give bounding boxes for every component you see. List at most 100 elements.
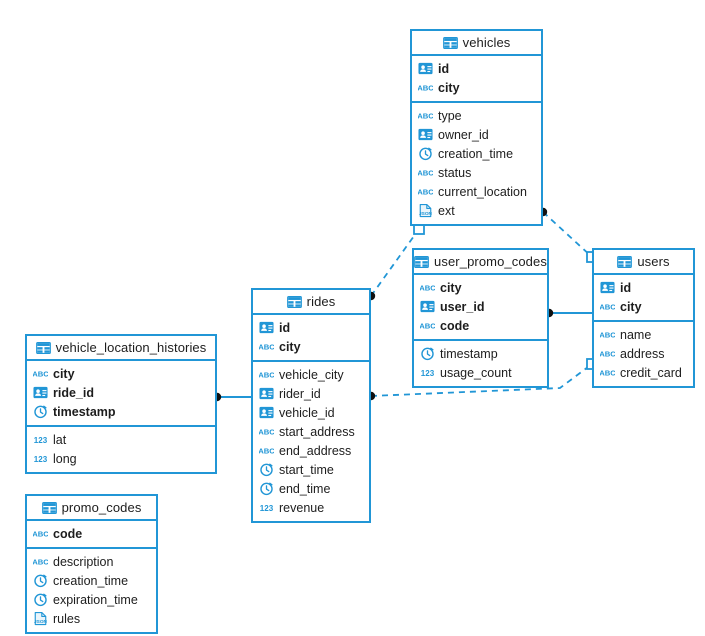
abc-icon: ABC xyxy=(600,350,615,359)
column-row-ride_id[interactable]: ride_id xyxy=(27,383,215,402)
table-header-users[interactable]: users xyxy=(594,250,693,275)
id-card-icon xyxy=(259,387,274,400)
123-icon: 123 xyxy=(260,504,274,513)
id-card-icon xyxy=(259,321,274,334)
column-row-city[interactable]: ABC city xyxy=(27,364,215,383)
column-row-rider_id[interactable]: rider_id xyxy=(253,384,369,403)
column-row-end_address[interactable]: ABC end_address xyxy=(253,441,369,460)
column-row-code[interactable]: ABC code xyxy=(414,316,547,335)
abc-icon: ABC xyxy=(600,303,615,312)
table-header-vehicle_location_histories[interactable]: vehicle_location_histories xyxy=(27,336,215,361)
column-name: timestamp xyxy=(440,346,498,361)
column-name: city xyxy=(53,366,75,381)
json-document-icon: JSON xyxy=(419,203,433,217)
table-header-user_promo_codes[interactable]: user_promo_codes xyxy=(414,250,547,275)
column-row-end_time[interactable]: end_time xyxy=(253,479,369,498)
column-row-current_location[interactable]: ABC current_location xyxy=(412,182,541,201)
id-card-icon xyxy=(418,62,433,75)
svg-text:ABC: ABC xyxy=(418,188,433,197)
column-row-expiration_time[interactable]: expiration_time xyxy=(27,590,156,609)
svg-text:ABC: ABC xyxy=(420,322,435,331)
svg-text:ABC: ABC xyxy=(600,369,615,378)
table-header-rides[interactable]: rides xyxy=(253,290,369,315)
table-header-vehicles[interactable]: vehicles xyxy=(412,31,541,56)
abc-icon: ABC xyxy=(259,447,274,456)
clock-icon xyxy=(34,593,47,607)
column-name: revenue xyxy=(279,500,325,515)
table-title: promo_codes xyxy=(61,500,142,515)
column-row-city[interactable]: ABC city xyxy=(253,337,369,356)
column-name: rules xyxy=(53,611,81,626)
column-row-lat[interactable]: 123 lat xyxy=(27,430,215,449)
column-row-vehicle_id[interactable]: vehicle_id xyxy=(253,403,369,422)
svg-text:123: 123 xyxy=(34,436,48,445)
table-title: rides xyxy=(306,294,336,309)
column-row-timestamp[interactable]: timestamp xyxy=(414,344,547,363)
column-name: user_id xyxy=(440,299,485,314)
column-name: long xyxy=(53,451,77,466)
column-row-creation_time[interactable]: creation_time xyxy=(412,144,541,163)
table-header-promo_codes[interactable]: promo_codes xyxy=(27,496,156,521)
column-row-description[interactable]: ABC description xyxy=(27,552,156,571)
clock-icon xyxy=(34,574,47,588)
column-row-start_time[interactable]: start_time xyxy=(253,460,369,479)
column-row-id[interactable]: id xyxy=(594,278,693,297)
column-row-id[interactable]: id xyxy=(253,318,369,337)
column-name: end_time xyxy=(279,481,331,496)
svg-text:123: 123 xyxy=(421,369,435,378)
column-name: code xyxy=(440,318,470,333)
column-row-owner_id[interactable]: owner_id xyxy=(412,125,541,144)
column-name: id xyxy=(620,280,632,295)
relationship-upc-to-users[interactable] xyxy=(544,308,592,318)
column-row-creation_time[interactable]: creation_time xyxy=(27,571,156,590)
column-name: lat xyxy=(53,432,67,447)
column-name: city xyxy=(279,339,301,354)
svg-text:ABC: ABC xyxy=(33,370,48,379)
column-name: current_location xyxy=(438,184,527,199)
abc-icon: ABC xyxy=(33,558,48,567)
abc-icon: ABC xyxy=(418,84,433,93)
column-name: end_address xyxy=(279,443,352,458)
column-row-revenue[interactable]: 123 revenue xyxy=(253,498,369,517)
abc-icon: ABC xyxy=(33,370,48,379)
abc-icon: ABC xyxy=(259,371,274,380)
relationship-vlh-to-rides[interactable] xyxy=(212,392,251,402)
column-name: name xyxy=(620,327,652,342)
abc-icon: ABC xyxy=(420,284,435,293)
column-row-user_id[interactable]: user_id xyxy=(414,297,547,316)
table-title: vehicles xyxy=(462,35,511,50)
abc-icon: ABC xyxy=(418,188,433,197)
table-title: vehicle_location_histories xyxy=(55,340,207,355)
column-name: description xyxy=(53,554,114,569)
column-row-timestamp[interactable]: timestamp xyxy=(27,402,215,421)
svg-text:ABC: ABC xyxy=(259,343,274,352)
column-row-id[interactable]: id xyxy=(412,59,541,78)
